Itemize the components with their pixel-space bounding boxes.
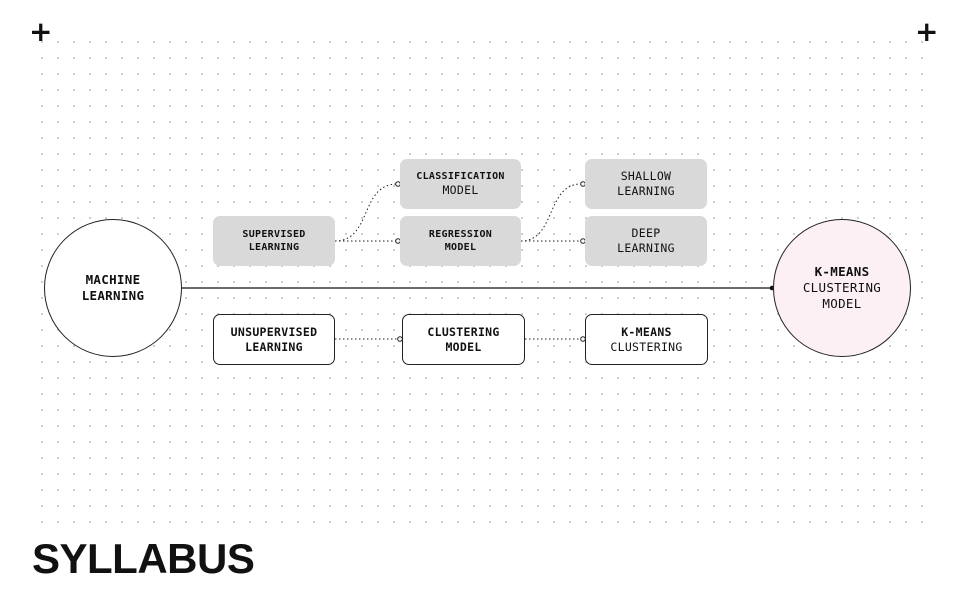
page-title: SYLLABUS — [32, 535, 255, 582]
kmeans-clustering-line2: CLUSTERING — [610, 339, 683, 354]
unsupervised-learning-node[interactable]: UNSUPERVISED LEARNING — [213, 314, 335, 365]
shallow-learning-line2: LEARNING — [617, 184, 675, 198]
regression-model-line2: MODEL — [444, 242, 477, 253]
classification-model-node[interactable]: CLASSIFICATION MODEL — [400, 159, 521, 209]
kmeans-clustering-model-line1: K-MEANS — [814, 263, 870, 279]
supervised-to-classification-connector — [334, 183, 398, 242]
machine-learning-line2: LEARNING — [81, 288, 145, 303]
kmeans-clustering-model-line2: CLUSTERING — [802, 279, 882, 295]
corner-plus-icon-left: + — [29, 15, 53, 48]
regression-to-shallow-connector — [520, 183, 582, 242]
unsupervised-learning-line2: LEARNING — [245, 339, 303, 354]
supervised-learning-line2: LEARNING — [248, 242, 300, 253]
deep-learning-node[interactable]: DEEP LEARNING — [585, 216, 707, 266]
machine-learning-node[interactable]: MACHINE LEARNING — [44, 219, 182, 357]
regression-model-line1: REGRESSION — [428, 229, 493, 240]
deep-learning-line2: LEARNING — [617, 241, 675, 255]
kmeans-clustering-node[interactable]: K-MEANS CLUSTERING — [585, 314, 708, 365]
kmeans-clustering-line1: K-MEANS — [621, 324, 672, 339]
deep-learning-line1: DEEP — [631, 226, 661, 241]
regression-model-node[interactable]: REGRESSION MODEL — [400, 216, 521, 266]
classification-model-line1: CLASSIFICATION — [416, 171, 505, 183]
clustering-model-line2: MODEL — [445, 339, 482, 354]
machine-learning-line1: MACHINE — [85, 271, 141, 287]
corner-plus-icon-right: + — [915, 15, 939, 48]
shallow-learning-line1: SHALLOW — [620, 169, 672, 184]
clustering-model-node[interactable]: CLUSTERING MODEL — [402, 314, 525, 365]
classification-model-line2: MODEL — [442, 183, 479, 198]
kmeans-clustering-model-node[interactable]: K-MEANS CLUSTERING MODEL — [773, 219, 911, 357]
supervised-learning-line1: SUPERVISED — [242, 229, 306, 240]
kmeans-clustering-model-line3: MODEL — [822, 296, 862, 312]
supervised-learning-node[interactable]: SUPERVISED LEARNING — [213, 216, 335, 266]
clustering-model-line1: CLUSTERING — [427, 324, 500, 339]
shallow-learning-node[interactable]: SHALLOW LEARNING — [585, 159, 707, 209]
unsupervised-learning-line1: UNSUPERVISED — [230, 324, 318, 339]
